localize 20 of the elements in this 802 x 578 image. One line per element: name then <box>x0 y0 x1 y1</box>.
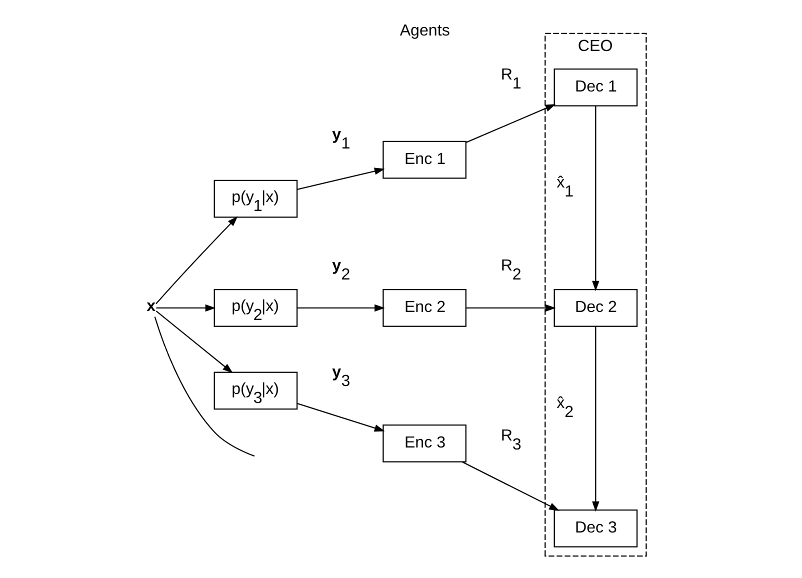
arrow <box>156 304 216 312</box>
node-box: Dec 2 <box>554 289 638 327</box>
node-box: Enc 2 <box>382 289 466 327</box>
arrow <box>156 216 238 304</box>
arrow <box>466 104 556 143</box>
arrow <box>462 461 560 511</box>
arrow <box>592 326 600 512</box>
arrow <box>297 168 385 190</box>
arrow <box>156 310 233 374</box>
node-box: Dec 3 <box>554 510 638 548</box>
arrow <box>297 304 385 312</box>
node-box: Dec 1 <box>554 68 638 106</box>
arrow <box>592 106 600 292</box>
node-box: Enc 3 <box>382 424 466 462</box>
node-text: x <box>146 297 156 316</box>
arrow <box>297 402 385 432</box>
arrow <box>466 304 556 312</box>
node-box: Enc 1 <box>382 140 466 179</box>
label: Agents <box>400 21 450 40</box>
connector <box>154 316 255 457</box>
